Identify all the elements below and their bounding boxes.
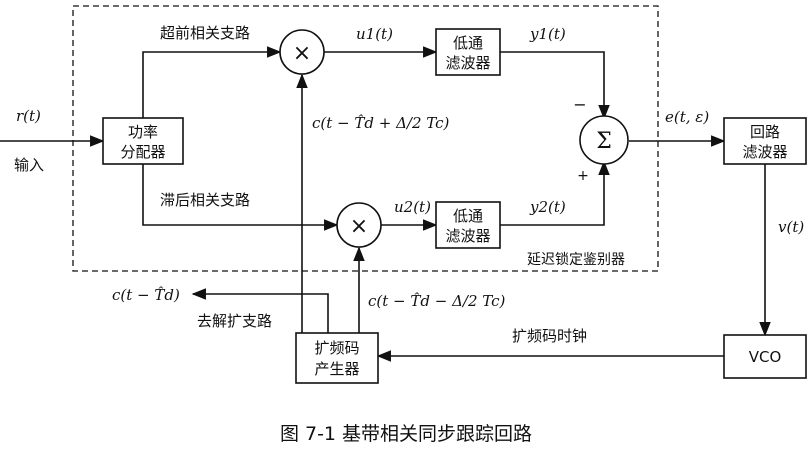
splitter-label-line2: 分配器: [120, 143, 165, 161]
summer: Σ − +: [573, 95, 629, 184]
lpf-top-label-line1: 低通: [453, 34, 483, 52]
y1-label: y1(t): [529, 25, 566, 43]
late-branch-line: [142, 164, 339, 231]
late-branch-label: 滞后相关支路: [160, 191, 250, 209]
loop-filter-block: 回路 滤波器: [723, 117, 807, 165]
lpf-bottom-label-line2: 滤波器: [445, 227, 490, 245]
despread-code-line: [191, 288, 329, 333]
splitter-label-line1: 功率: [128, 123, 158, 141]
multiplier-symbol: ×: [293, 41, 311, 66]
power-splitter-block: 功率 分配器: [102, 117, 184, 165]
plus-sign: +: [577, 168, 589, 184]
multiplier-symbol: ×: [350, 214, 368, 239]
loop-filter-label-line1: 回路: [750, 123, 780, 141]
loop-filter-label-line2: 滤波器: [742, 143, 787, 161]
lowpass-filter-bottom-block: 低通 滤波器: [435, 201, 501, 249]
input-text-label: 输入: [14, 156, 44, 174]
early-code-label: c(t − T̂d + Δ/2 Tc): [312, 114, 450, 132]
y2-label: y2(t): [529, 198, 566, 216]
lpf-bottom-label-line1: 低通: [453, 207, 483, 225]
input-signal-label: r(t): [16, 107, 41, 125]
late-code-label: c(t − T̂d − Δ/2 Tc): [368, 292, 506, 310]
v-signal-label: v(t): [778, 218, 804, 236]
figure-caption: 图 7-1 基带相关同步跟踪回路: [280, 423, 532, 445]
late-multiplier: ×: [336, 202, 382, 248]
dll-discriminator-label: 延迟锁定鉴别器: [527, 252, 625, 268]
vco-block: VCO: [723, 334, 807, 379]
lowpass-filter-top-block: 低通 滤波器: [435, 28, 501, 76]
early-multiplier: ×: [279, 29, 325, 75]
early-branch-line: [142, 46, 282, 118]
code-generator-block: 扩频码 产生器: [295, 332, 379, 384]
u2-label: u2(t): [394, 198, 431, 216]
y1-line: [500, 51, 610, 120]
y2-line: [500, 160, 610, 226]
despread-code-label: c(t − T̂d): [112, 286, 180, 304]
code-gen-label-line1: 扩频码: [314, 339, 359, 357]
error-signal-label: e(t, ε): [665, 108, 709, 126]
code-gen-label-line2: 产生器: [314, 360, 359, 378]
lpf-top-label-line2: 滤波器: [445, 54, 490, 72]
vco-label: VCO: [749, 348, 782, 366]
u1-label: u1(t): [356, 25, 393, 43]
sigma-symbol: Σ: [596, 129, 612, 154]
minus-sign: −: [573, 95, 586, 114]
early-branch-label: 超前相关支路: [160, 24, 250, 42]
despread-branch-label: 去解扩支路: [197, 312, 272, 330]
dll-discriminator-boundary: [72, 5, 659, 272]
code-clock-label: 扩频码时钟: [512, 327, 587, 345]
